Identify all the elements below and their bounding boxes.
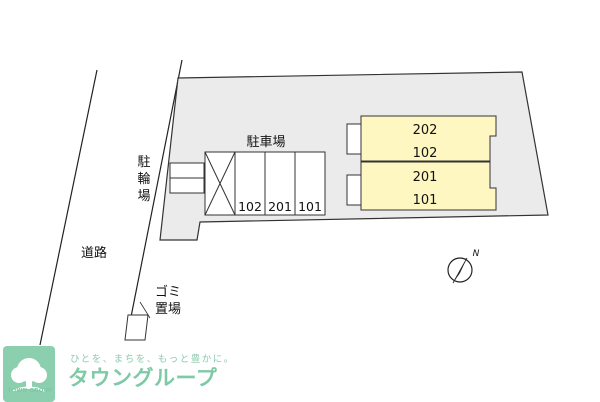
unit-block-lower [360, 161, 497, 211]
road-edge-left [39, 69, 98, 346]
balcony-lower [346, 174, 362, 206]
parking-slot [264, 151, 296, 216]
unit-label: 102 [413, 146, 438, 161]
bicycle-parking-label-1: 駐 [137, 155, 150, 170]
parking-lot [204, 151, 326, 216]
parking-slot [294, 151, 326, 216]
unit-block-upper [360, 115, 497, 162]
garbage-label-2: 置場 [155, 302, 181, 317]
unit-label: 202 [413, 123, 438, 138]
garbage-label-1: ゴミ [155, 284, 181, 300]
garbage-leader-line [139, 301, 151, 319]
logo-tagline: ひとを、まちを、もっと豊かに。 [70, 354, 235, 365]
unit-label: 201 [413, 170, 438, 185]
building [346, 115, 497, 211]
parking-label: 駐車場 [246, 135, 285, 150]
garbage-area [124, 314, 149, 341]
tree-logo-icon [3, 346, 55, 402]
north-arrow-icon [447, 257, 473, 284]
parking-slot-label: 101 [298, 199, 322, 214]
logo-brand-name: タウングループ [68, 366, 218, 390]
parking-slot-label: 201 [268, 199, 292, 214]
parking-slot-blocked-cross-2 [204, 151, 236, 216]
road-label: 道路 [81, 245, 107, 261]
unit-label: 101 [413, 193, 438, 208]
north-label: N [473, 249, 480, 259]
bicycle-parking-label-2: 輪 [137, 171, 150, 187]
parking-slot-label: 102 [238, 199, 262, 214]
balcony-upper [346, 123, 362, 155]
bicycle-parking-label-3: 場 [137, 189, 150, 204]
logo-company-en: TOWN GROUP [7, 388, 53, 394]
company-logo: TOWN GROUP ひとを、まちを、もっと豊かに。 タウングループ [0, 338, 600, 402]
road-edge-right [127, 59, 183, 333]
